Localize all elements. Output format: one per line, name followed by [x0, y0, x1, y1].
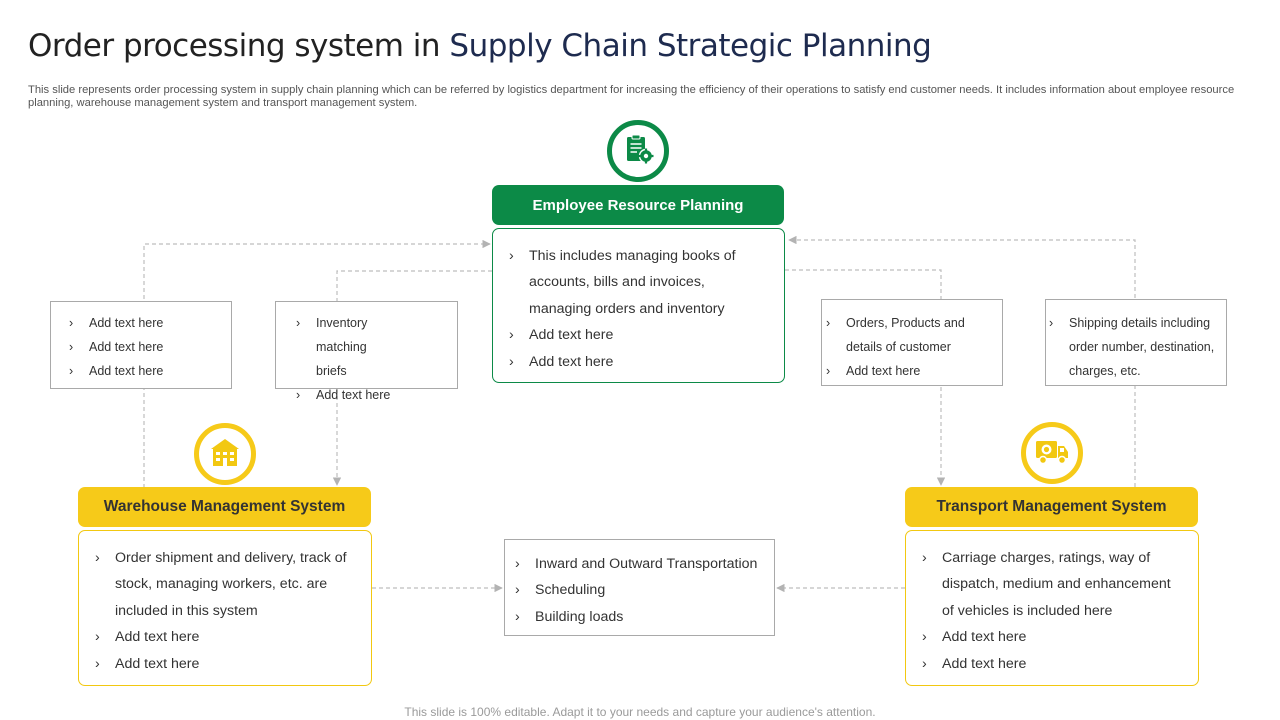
list-item: Add text here — [826, 359, 994, 383]
list-item: Inward and Outward Transportation — [515, 551, 768, 578]
warehouse-item-list: Order shipment and delivery, track of st… — [95, 545, 361, 677]
center-item-list: Inward and Outward Transportation Schedu… — [515, 551, 768, 631]
list-item: Add text here — [922, 624, 1188, 651]
connector-employee-to-warehouse — [332, 270, 492, 486]
transport-item-list: Carriage charges, ratings, way of dispat… — [922, 545, 1188, 677]
connector-employee-to-transport — [785, 269, 946, 486]
list-item: Add text here — [69, 359, 223, 383]
list-item: Inventory matching briefs — [296, 311, 449, 383]
right-inner-note-box: Orders, Products and details of customer… — [821, 299, 1003, 386]
list-item: Scheduling — [515, 577, 768, 604]
list-item: Add text here — [922, 651, 1188, 678]
warehouse-content-box: Order shipment and delivery, track of st… — [78, 530, 372, 686]
transport-icon-circle — [1021, 422, 1083, 484]
warehouse-icon-circle — [194, 423, 256, 485]
list-item: Building loads — [515, 604, 768, 631]
list-item: Add text here — [509, 322, 774, 349]
slide-footer: This slide is 100% editable. Adapt it to… — [404, 705, 876, 719]
list-item: This includes managing books of accounts… — [509, 243, 774, 322]
slide-subtitle: This slide represents order processing s… — [28, 84, 1235, 109]
connector-transport-to-employee — [788, 235, 1136, 487]
list-item: Add text here — [296, 383, 449, 407]
right-outer-note-box: Shipping details including order number,… — [1045, 299, 1227, 386]
right-inner-item-list: Orders, Products and details of customer… — [826, 311, 994, 383]
left-inner-note-box: Inventory matching briefs Add text here — [275, 301, 458, 407]
left-outer-item-list: Add text here Add text here Add text her… — [69, 311, 223, 383]
employee-icon-circle — [607, 120, 669, 182]
employee-item-list: This includes managing books of accounts… — [509, 243, 774, 375]
list-item: Order shipment and delivery, track of st… — [95, 545, 361, 624]
left-inner-item-list: Inventory matching briefs Add text here — [296, 311, 449, 407]
warehouse-building-icon — [208, 436, 242, 473]
warehouse-header: Warehouse Management System — [78, 487, 371, 527]
employee-content-box: This includes managing books of accounts… — [492, 228, 785, 383]
transport-header: Transport Management System — [905, 487, 1198, 527]
list-item: Add text here — [95, 651, 361, 678]
slide-title: Order processing system in Supply Chain … — [28, 28, 932, 64]
delivery-truck-icon — [1034, 436, 1070, 471]
list-item: Carriage charges, ratings, way of dispat… — [922, 545, 1188, 624]
left-outer-note-box: Add text here Add text here Add text her… — [50, 301, 232, 389]
list-item: Add text here — [509, 349, 774, 376]
title-part-1: Order processing system in — [28, 28, 450, 64]
list-item: Add text here — [95, 624, 361, 651]
employee-header: Employee Resource Planning — [492, 185, 784, 225]
right-outer-item-list: Shipping details including order number,… — [1049, 311, 1218, 383]
list-item: Shipping details including order number,… — [1049, 311, 1218, 383]
list-item: Add text here — [69, 311, 223, 335]
transport-content-box: Carriage charges, ratings, way of dispat… — [905, 530, 1199, 686]
title-part-2: Supply Chain Strategic Planning — [449, 28, 932, 64]
clipboard-gear-icon — [621, 132, 655, 171]
list-item: Orders, Products and details of customer — [826, 311, 994, 359]
center-note-box: Inward and Outward Transportation Schedu… — [504, 539, 775, 636]
list-item: Add text here — [69, 335, 223, 359]
